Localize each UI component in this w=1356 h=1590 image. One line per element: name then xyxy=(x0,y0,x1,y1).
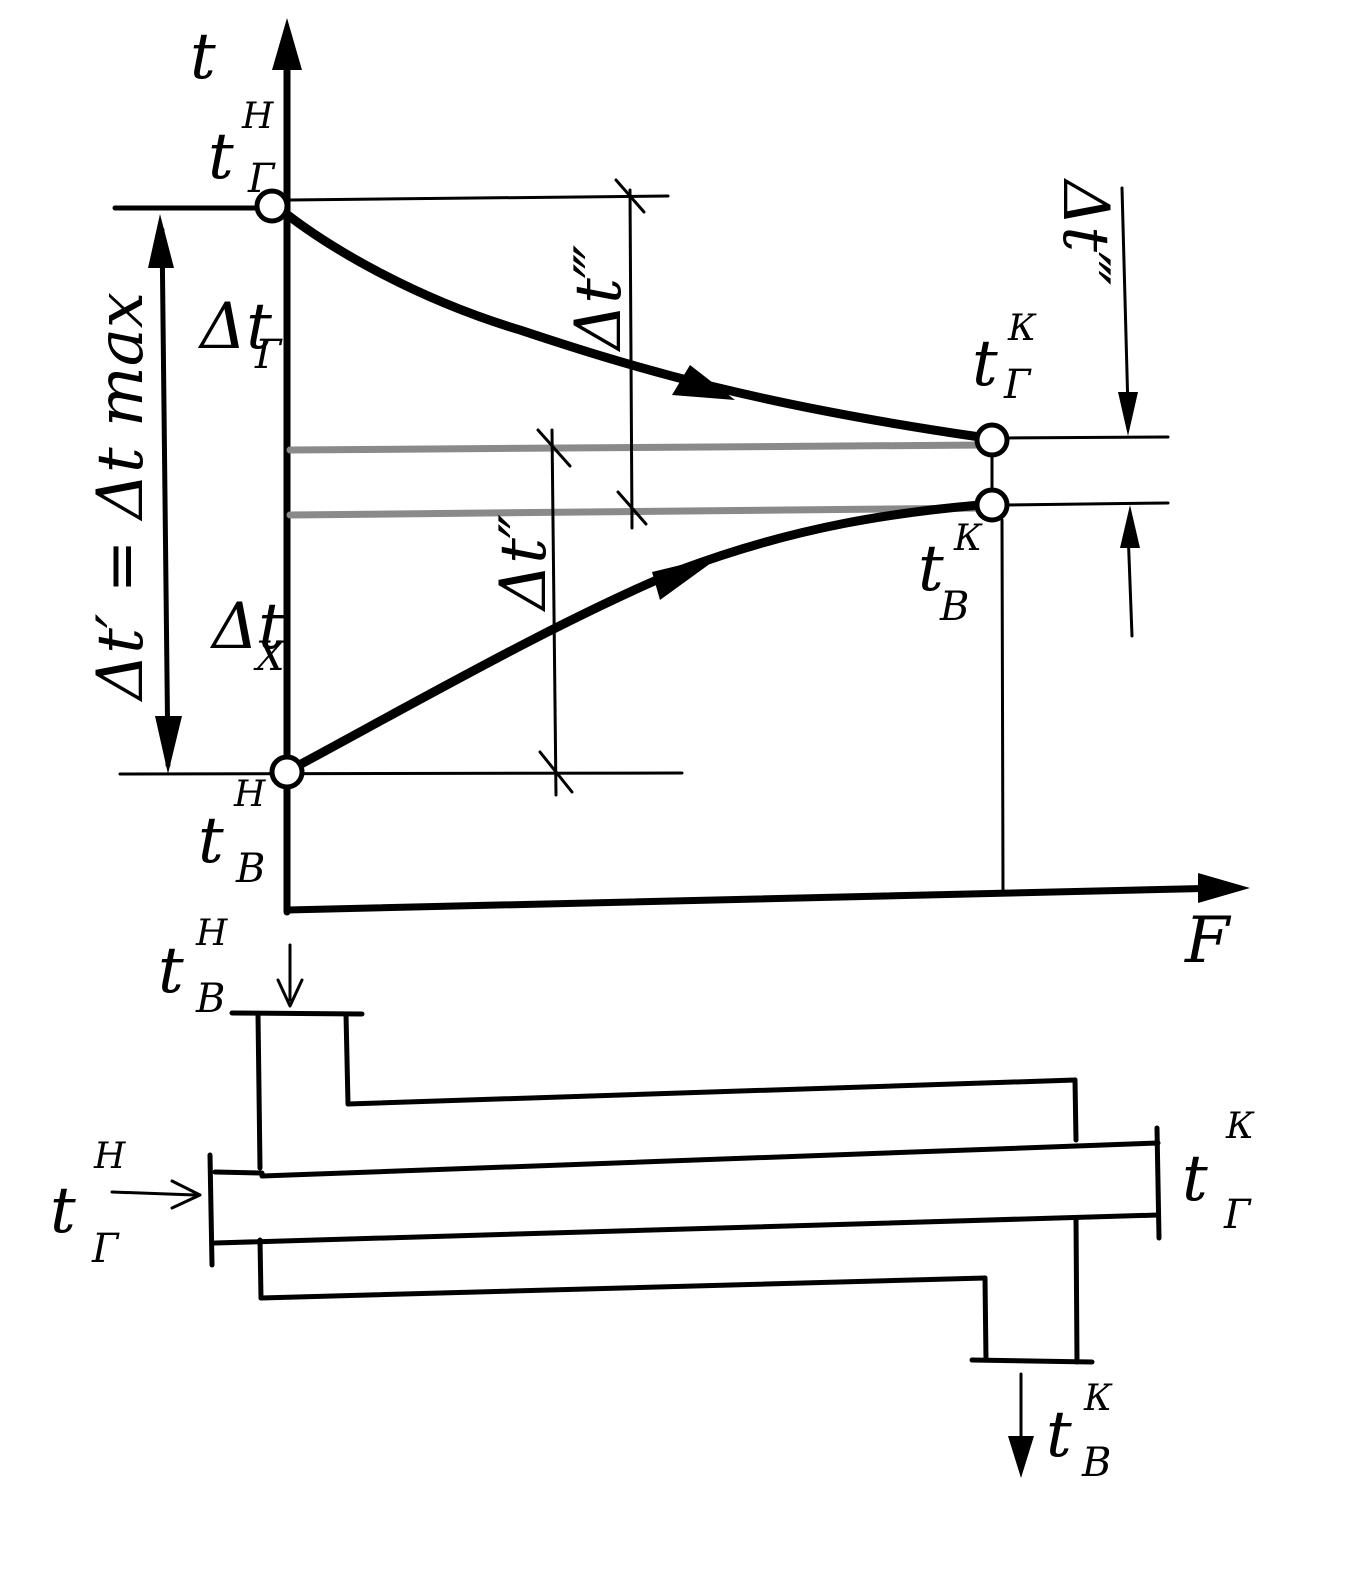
cold-fluid-curve xyxy=(285,500,985,775)
label-t-cold-in: t В Н xyxy=(198,774,266,892)
label-dt-cold: Δt X xyxy=(209,590,286,680)
svg-text:t: t xyxy=(1046,1398,1072,1472)
cold-inlet-cap xyxy=(229,1010,365,1017)
svg-text:Δt: Δt xyxy=(209,590,284,664)
exch-label-t-hot-out: t Г К xyxy=(1182,1106,1255,1238)
cold-inlet-left-wall xyxy=(255,1011,263,1171)
svg-text:X: X xyxy=(253,634,286,680)
svg-text:t: t xyxy=(918,532,944,606)
svg-text:Н: Н xyxy=(233,774,266,815)
t-axis-arrow xyxy=(272,18,302,70)
dt-iii-right-arrow-down xyxy=(1118,392,1138,436)
hot-outlet-node xyxy=(974,422,1010,458)
f-axis-label: F xyxy=(1184,904,1232,978)
svg-text:Г: Г xyxy=(247,156,276,202)
shell-bottom-left-wall xyxy=(257,1237,264,1301)
tube-top-wall xyxy=(259,1140,1161,1179)
hot-outlet-grey-line xyxy=(286,441,989,454)
svg-text:t: t xyxy=(158,934,184,1008)
tube-right-flange xyxy=(1154,1125,1162,1241)
label-t-hot-out: t Г К xyxy=(972,308,1037,408)
svg-text:t: t xyxy=(50,1174,76,1248)
cold-inlet-right-wall xyxy=(343,1011,351,1107)
svg-text:Н: Н xyxy=(241,96,274,137)
exch-label-t-hot-in: t Г Н xyxy=(50,1136,126,1272)
cold-outlet-level-line xyxy=(1003,501,1170,507)
cold-outlet-right-wall xyxy=(1073,1215,1080,1365)
cold-inlet-arrow-head xyxy=(276,978,304,1008)
svg-text:Г: Г xyxy=(1003,362,1032,408)
svg-text:t: t xyxy=(1182,1142,1208,1216)
tube-bottom-wall xyxy=(212,1212,1161,1246)
tube-left-flange xyxy=(207,1152,215,1268)
exch-label-t-cold-in: t В Н xyxy=(158,913,228,1022)
hot-inlet-node xyxy=(254,188,290,224)
tube-top-wall-left xyxy=(212,1169,265,1176)
dt-iii-right-dim-top xyxy=(1120,186,1130,412)
label-dt-max: Δt′ = Δt max xyxy=(84,292,158,703)
t-axis-label: t xyxy=(190,20,216,94)
exch-label-t-cold-out: t В К xyxy=(1046,1378,1113,1486)
cold-curve-arrow xyxy=(652,555,722,600)
svg-text:К: К xyxy=(1007,308,1037,349)
label-dt-hot: Δt Г xyxy=(197,290,283,378)
svg-text:Н: Н xyxy=(195,913,228,954)
label-t-cold-out: t В К xyxy=(918,518,983,630)
dt-iii-right-arrow-up xyxy=(1120,505,1140,548)
dt-max-arrow-top xyxy=(148,214,174,268)
svg-text:К: К xyxy=(953,518,983,559)
label-t-hot-in: t Г Н xyxy=(208,96,276,202)
dt-iii-upper-dimension xyxy=(628,188,634,530)
svg-text:Г: Г xyxy=(91,1226,120,1272)
hot-curve-arrow xyxy=(672,365,735,400)
cold-outlet-left-wall xyxy=(982,1275,989,1363)
svg-text:В: В xyxy=(939,584,969,630)
cold-outlet-arrow-head xyxy=(1008,1436,1034,1478)
dt-iii-upper-tick-bottom xyxy=(616,490,648,526)
cold-inlet-level-line xyxy=(118,771,684,776)
svg-text:Н: Н xyxy=(93,1136,126,1177)
label-dt-iii-upper: Δt‴ xyxy=(562,245,636,353)
svg-text:t: t xyxy=(198,804,224,878)
temperature-graph: t F t Г Н Δt Г Δt X t В Н t Г К xyxy=(84,18,1250,978)
svg-text:t: t xyxy=(972,327,998,401)
svg-text:В: В xyxy=(1081,1440,1111,1486)
shell-top xyxy=(345,1077,1078,1107)
svg-text:Г: Г xyxy=(1223,1192,1252,1238)
hot-inlet-level-line-right xyxy=(288,194,670,202)
hot-inlet-arrow xyxy=(110,1190,197,1197)
hot-outlet-level-line xyxy=(1003,435,1170,440)
cold-outlet-node xyxy=(974,487,1010,523)
cold-inlet-node xyxy=(269,754,305,790)
dt-iii-upper-tick-top xyxy=(614,178,646,214)
dt-ii-tick-bottom xyxy=(538,750,574,794)
hot-fluid-curve xyxy=(270,200,985,442)
dt-max-arrow-bottom xyxy=(155,716,182,774)
exchanger-schematic: t В Н t Г Н t Г К t В К xyxy=(50,913,1255,1486)
dt-ii-tick-top xyxy=(536,428,572,468)
cold-outlet-cap xyxy=(969,1357,1095,1365)
svg-text:В: В xyxy=(235,846,265,892)
shell-bottom xyxy=(258,1275,988,1301)
svg-text:Г: Г xyxy=(254,332,283,378)
hot-inlet-arrow-head xyxy=(170,1179,202,1210)
svg-text:Δt: Δt xyxy=(197,290,272,364)
shell-top-right-wall xyxy=(1072,1077,1079,1143)
svg-text:К: К xyxy=(1225,1106,1255,1147)
cold-outlet-grey-line xyxy=(286,504,989,519)
dt-ii-dimension xyxy=(550,428,558,797)
label-dt-ii: Δt″ xyxy=(487,514,561,613)
end-vertical-line xyxy=(1000,518,1005,892)
svg-text:К: К xyxy=(1083,1378,1113,1419)
svg-text:t: t xyxy=(208,120,234,194)
f-axis-arrow xyxy=(1198,873,1250,903)
f-axis xyxy=(283,884,1229,914)
svg-text:В: В xyxy=(195,976,225,1022)
label-dt-iii-right: Δt‴ xyxy=(1048,177,1122,285)
dt-max-dimension xyxy=(159,227,171,768)
